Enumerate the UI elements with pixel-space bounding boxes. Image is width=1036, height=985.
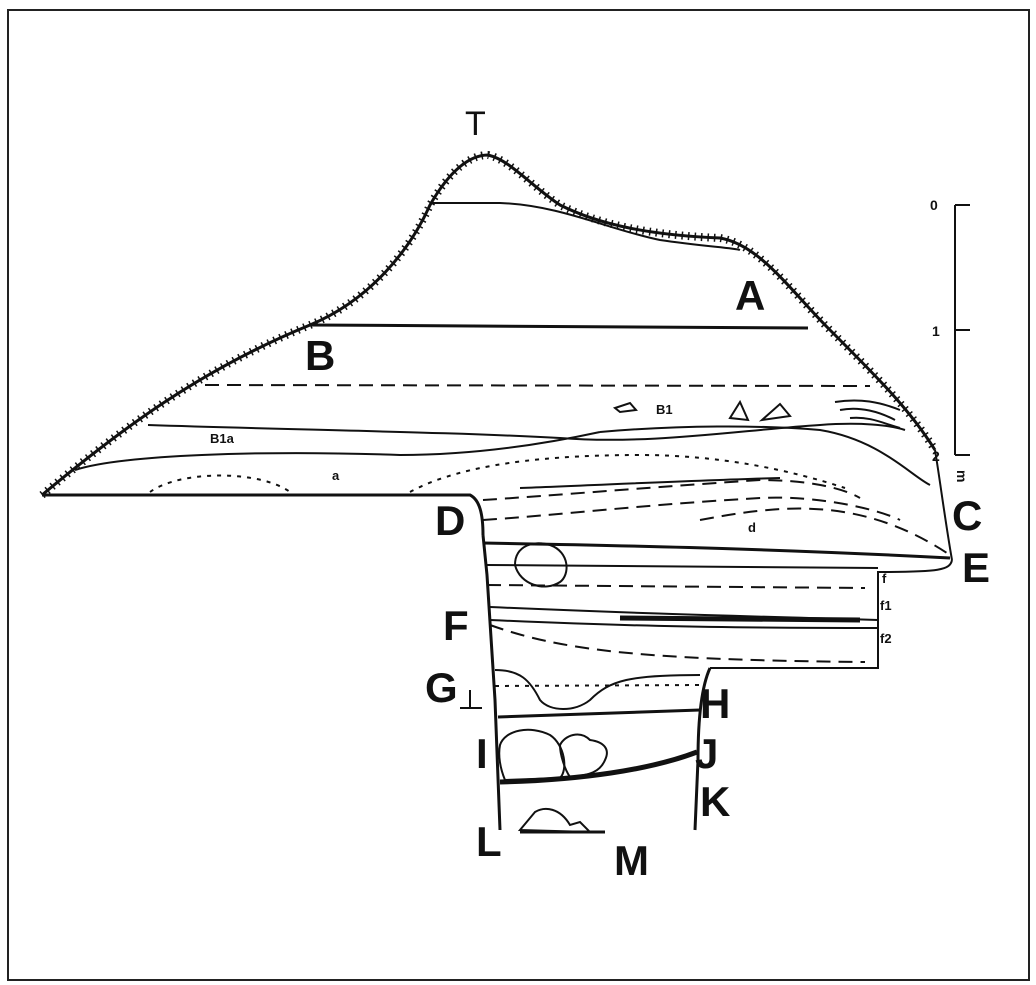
label-i: I — [476, 730, 488, 777]
layer-line-f-top — [486, 564, 879, 569]
dashed-line-f — [486, 584, 866, 589]
label-a: A — [735, 272, 765, 319]
layer-line-a — [599, 425, 931, 486]
label-l: L — [476, 818, 502, 865]
scale-unit: m — [954, 470, 970, 482]
layer-label-a: a — [332, 468, 340, 483]
ground-surface-outline — [39, 150, 939, 499]
layer-label-f1: f1 — [880, 598, 892, 613]
layer-line-dashed-b — [204, 384, 871, 387]
scale-tick-1: 1 — [932, 323, 940, 339]
layer-label-b1a: B1a — [210, 431, 235, 446]
layer-line-top — [432, 202, 741, 251]
stone-b1-a — [612, 401, 638, 414]
label-t: T — [465, 105, 486, 143]
label-c: C — [952, 492, 982, 539]
layer-line-f1-c — [489, 619, 879, 629]
scale-tick-2: 2 — [932, 448, 940, 464]
dashed-line-d1 — [482, 478, 861, 501]
dashed-line-d2 — [482, 496, 901, 521]
g-marker — [460, 690, 482, 709]
right-edge-c-e — [934, 449, 953, 561]
pit-outline-g — [494, 669, 701, 710]
layer-label-d: d — [748, 520, 756, 535]
label-j: J — [695, 730, 718, 777]
trench-wall-right-upper — [710, 559, 953, 669]
dotted-line-g — [494, 684, 701, 687]
stone-b1-c — [758, 402, 792, 422]
label-k: K — [700, 778, 730, 825]
trench-wall-left — [481, 534, 502, 831]
label-d: D — [435, 497, 465, 544]
dotted-lens-left — [149, 474, 291, 493]
dashed-line-d3 — [699, 507, 951, 556]
trench-wall-right-lower — [693, 667, 712, 831]
dotted-line-upper — [409, 453, 846, 493]
scale-tick-0: 0 — [930, 197, 938, 213]
layer-line-b — [309, 323, 809, 330]
layer-line-b1a-base — [74, 431, 601, 471]
layer-line-f1-b — [619, 615, 861, 623]
layer-line-h — [497, 708, 701, 719]
stone-i-left — [498, 728, 566, 782]
layer-label-f2: f2 — [880, 631, 892, 646]
stone-e — [513, 542, 568, 588]
layer-line-b1-top — [147, 422, 906, 441]
dashed-line-f2 — [489, 624, 866, 663]
stone-i-right — [558, 733, 608, 779]
thin-line-d — [519, 477, 781, 489]
label-m: M — [614, 837, 649, 884]
page-frame — [7, 9, 1030, 981]
layer-label-b1: B1 — [656, 402, 673, 417]
label-e: E — [962, 544, 990, 591]
stone-m — [517, 807, 593, 834]
label-f: F — [443, 602, 469, 649]
layer-line-j — [499, 749, 698, 785]
scale-bar — [954, 204, 970, 456]
mound-base-line — [42, 493, 485, 536]
stone-b1-b — [728, 399, 750, 422]
label-g: G — [425, 664, 458, 711]
layer-label-f: f — [882, 571, 887, 586]
root-marks — [834, 399, 901, 429]
label-b: B — [305, 332, 335, 379]
label-h: H — [700, 680, 730, 727]
